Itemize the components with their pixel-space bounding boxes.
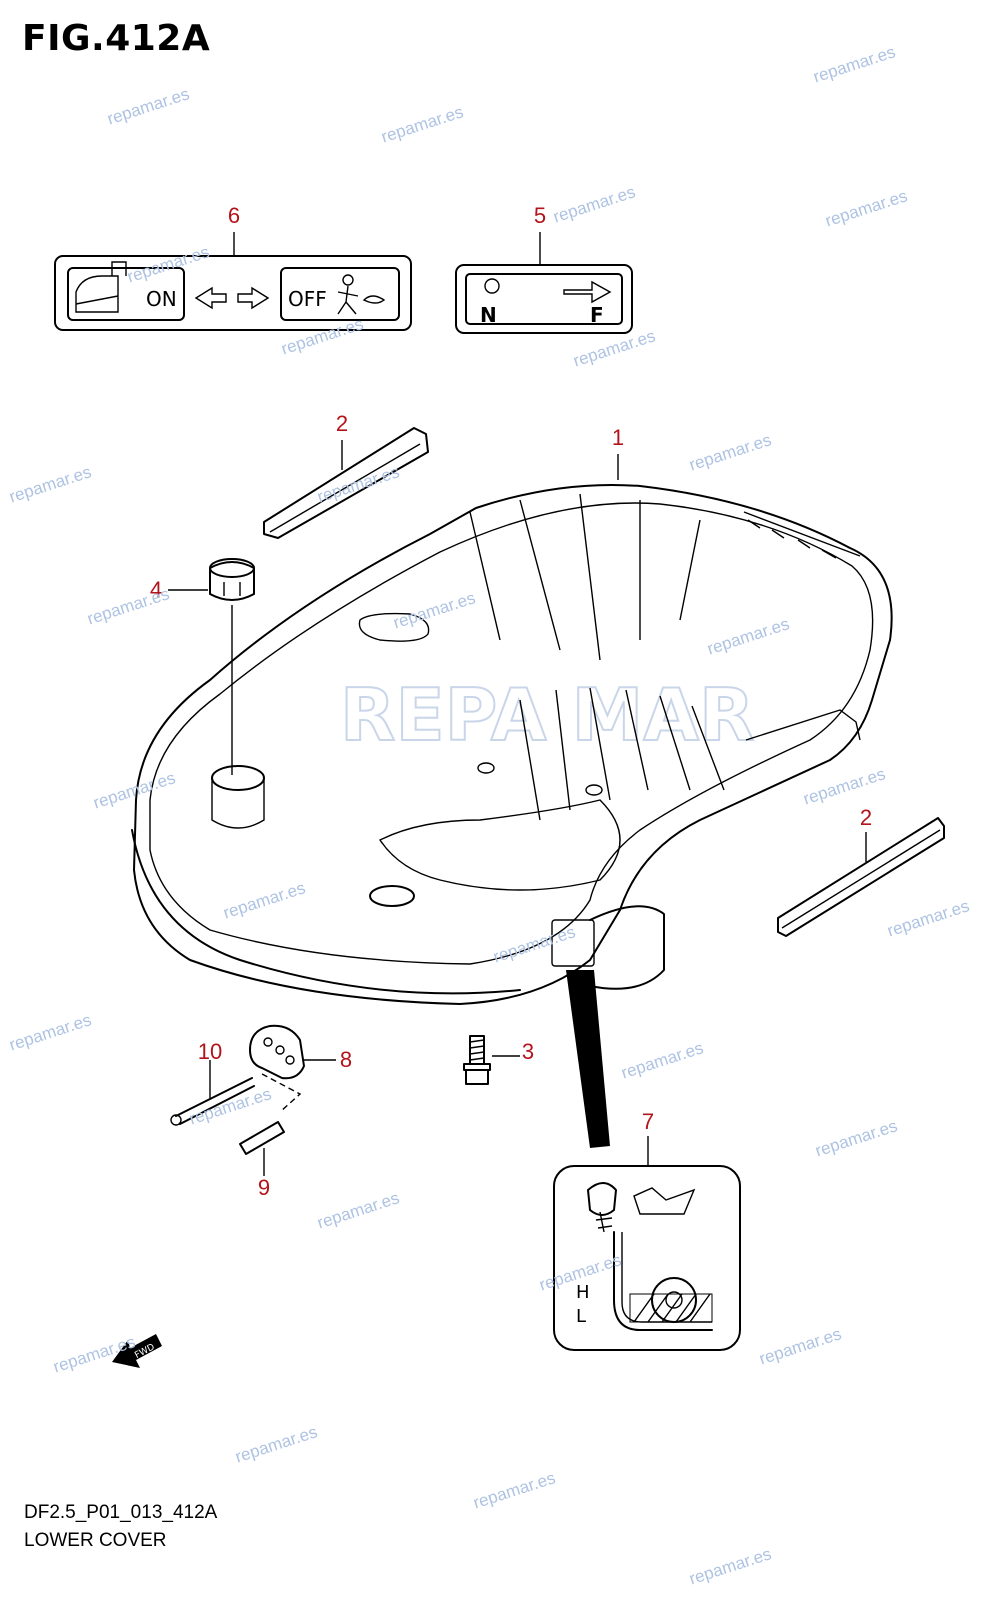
part-7-oil-level-decal[interactable]: H L [553,1165,741,1351]
pointer-wedge [566,970,610,1148]
callout-leaders [168,232,867,1166]
fuel-on-label: ON [146,287,177,311]
callout-2-upper[interactable]: 2 [335,411,349,436]
callout-9[interactable]: 9 [257,1175,271,1200]
oil-can-icon [633,1187,696,1215]
part-2-seal-strip-upper[interactable] [263,427,429,539]
oil-plug-icon [587,1182,617,1216]
callout-10[interactable]: 10 [197,1039,223,1064]
fuel-tank-icon [75,275,119,313]
figure-name: LOWER COVER [24,1530,167,1551]
choke-on-circle-icon [484,278,500,294]
part-8-clamp[interactable] [249,1024,336,1113]
fuel-drop-icon [362,295,386,304]
choke-n-label: N [480,303,497,327]
arrow-left-icon [194,286,227,310]
person-icon [342,274,354,286]
cover-ribs [519,687,725,821]
choke-arrow-icon [563,280,612,304]
arrow-right-icon [237,286,270,310]
figure-code: DF2.5_P01_013_412A [24,1502,218,1523]
oil-l-label: L [576,1306,586,1327]
callout-7[interactable]: 7 [641,1109,655,1134]
part-2-seal-strip-right[interactable] [777,817,945,937]
callout-8[interactable]: 8 [339,1047,353,1072]
callout-2-right[interactable]: 2 [859,805,873,830]
gear-icon [651,1277,697,1323]
callout-6[interactable]: 6 [227,203,241,228]
part-10-cotter-pin[interactable] [170,1060,255,1126]
part-1-lower-cover[interactable] [131,483,893,1005]
watermark-logo-text: REPA MAR [340,673,754,757]
figure-title: FIG.412A [22,18,211,59]
fuel-off-label: OFF [288,287,327,311]
watermark-logo: REPA MAR [339,672,755,758]
part-9-pin[interactable] [239,1121,285,1176]
choke-f-label: F [590,303,604,327]
callout-1[interactable]: 1 [611,425,625,450]
oil-h-label: H [576,1282,590,1303]
callout-3[interactable]: 3 [521,1039,535,1064]
part-5-choke-decal[interactable]: N F [455,264,633,334]
part-4-grommet[interactable] [209,558,255,775]
callout-5[interactable]: 5 [533,203,547,228]
callout-4[interactable]: 4 [149,577,163,602]
part-3-bolt[interactable] [463,1035,520,1085]
part-6-fuel-decal[interactable]: ON OFF [54,255,412,331]
